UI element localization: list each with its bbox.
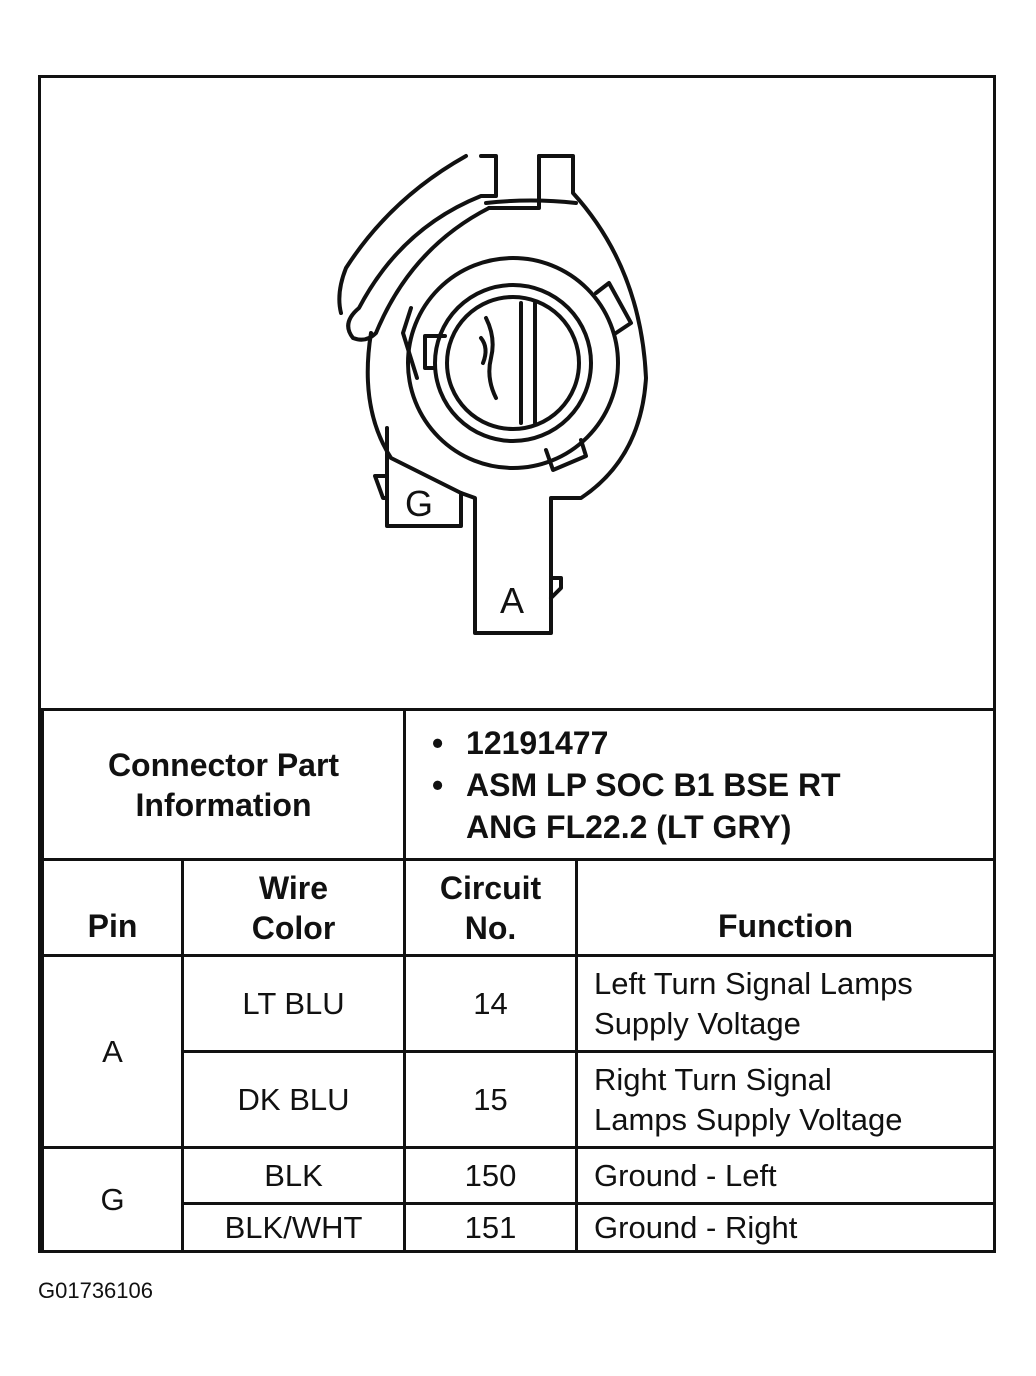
- blade-left: [484, 316, 498, 400]
- function-line2: Supply Voltage: [594, 1005, 801, 1041]
- circuit-cell: 151: [403, 1202, 579, 1253]
- header-circuit-line1: Circuit: [439, 869, 542, 906]
- blade-left-b: [479, 336, 488, 365]
- header-pin: Pin: [41, 858, 184, 957]
- circuit-cell: 14: [403, 954, 579, 1053]
- pin-cell: G: [41, 1146, 184, 1253]
- part-info-label: Connector Part Information: [40, 708, 407, 861]
- locking-arm-outer: [337, 154, 468, 315]
- table-row: A LT BLU 14 Left Turn Signal Lamps Suppl…: [41, 954, 997, 1149]
- lug-right: [594, 281, 633, 335]
- wire-color-cell: DK BLU: [180, 1050, 407, 1149]
- function-line2: Lamps Supply Voltage: [594, 1101, 903, 1137]
- header-circuit-no: Circuit No.: [403, 858, 579, 957]
- a-terminal-tab: [549, 576, 563, 600]
- lug-bottom: [544, 438, 588, 472]
- part-number: 12191477: [432, 722, 993, 764]
- g-terminal-tab: [373, 474, 389, 500]
- part-info-label-line1: Connector Part: [107, 746, 340, 783]
- figure-id: G01736106: [38, 1278, 153, 1303]
- socket-inner: [445, 295, 581, 431]
- part-info-values: 12191477 ASM LP SOC B1 BSE RT ANG FL22.2 …: [403, 708, 997, 861]
- circuit-cell: 150: [403, 1146, 579, 1205]
- header-wire-color: Wire Color: [180, 858, 407, 957]
- table-row: BLK/WHT 151 Ground - Right: [43, 1202, 997, 1253]
- connector-body: [365, 154, 648, 635]
- part-description: ASM LP SOC B1 BSE RT ANG FL22.2 (LT GRY): [432, 764, 993, 848]
- connector-illustration: G A: [41, 78, 993, 708]
- terminal-label-g: G: [405, 483, 433, 524]
- function-line1: Left Turn Signal Lamps: [594, 965, 913, 1001]
- function-cell: Ground - Right: [575, 1202, 997, 1253]
- part-description-line1: ASM LP SOC B1 BSE RT: [466, 766, 841, 803]
- top-ridge: [484, 198, 578, 205]
- function-cell: Left Turn Signal Lamps Supply Voltage: [575, 954, 997, 1053]
- locking-arm: [346, 154, 498, 342]
- wire-color-cell: LT BLU: [180, 954, 407, 1053]
- connector-diagram-frame: G A Connector Part Information 12191477 …: [38, 75, 997, 1253]
- part-info-row: Connector Part Information 12191477 ASM …: [40, 708, 997, 861]
- part-description-line2: ANG FL22.2 (LT GRY): [466, 808, 792, 845]
- table-row: DK BLU 15 Right Turn Signal Lamps Supply…: [43, 1050, 997, 1149]
- table-header-row: Pin Wire Color Circuit No. Function: [41, 858, 997, 957]
- wire-color-cell: BLK/WHT: [180, 1202, 407, 1253]
- circuit-cell: 15: [403, 1050, 579, 1149]
- part-info-list: 12191477 ASM LP SOC B1 BSE RT ANG FL22.2 …: [406, 722, 993, 848]
- pin-cell: A: [41, 954, 184, 1149]
- part-info-label-line2: Information: [135, 786, 312, 823]
- socket-rim: [433, 283, 593, 443]
- lug-left: [423, 334, 447, 370]
- connector-pinout-table: Connector Part Information 12191477 ASM …: [40, 708, 997, 1253]
- header-wire-line1: Wire: [258, 869, 329, 906]
- wire-color-cell: BLK: [180, 1146, 407, 1205]
- terminal-label-a: A: [500, 580, 524, 621]
- header-function: Function: [575, 858, 997, 957]
- lug-top-left: [401, 306, 419, 380]
- header-circuit-line2: No.: [464, 909, 517, 946]
- function-cell: Ground - Left: [575, 1146, 997, 1205]
- table-row: G BLK 150 Ground - Left: [41, 1146, 997, 1253]
- outer-ring: [406, 256, 620, 470]
- function-line1: Right Turn Signal: [594, 1061, 832, 1097]
- header-wire-line2: Color: [251, 909, 336, 946]
- top-notch: [487, 154, 541, 210]
- function-cell: Right Turn Signal Lamps Supply Voltage: [575, 1050, 997, 1149]
